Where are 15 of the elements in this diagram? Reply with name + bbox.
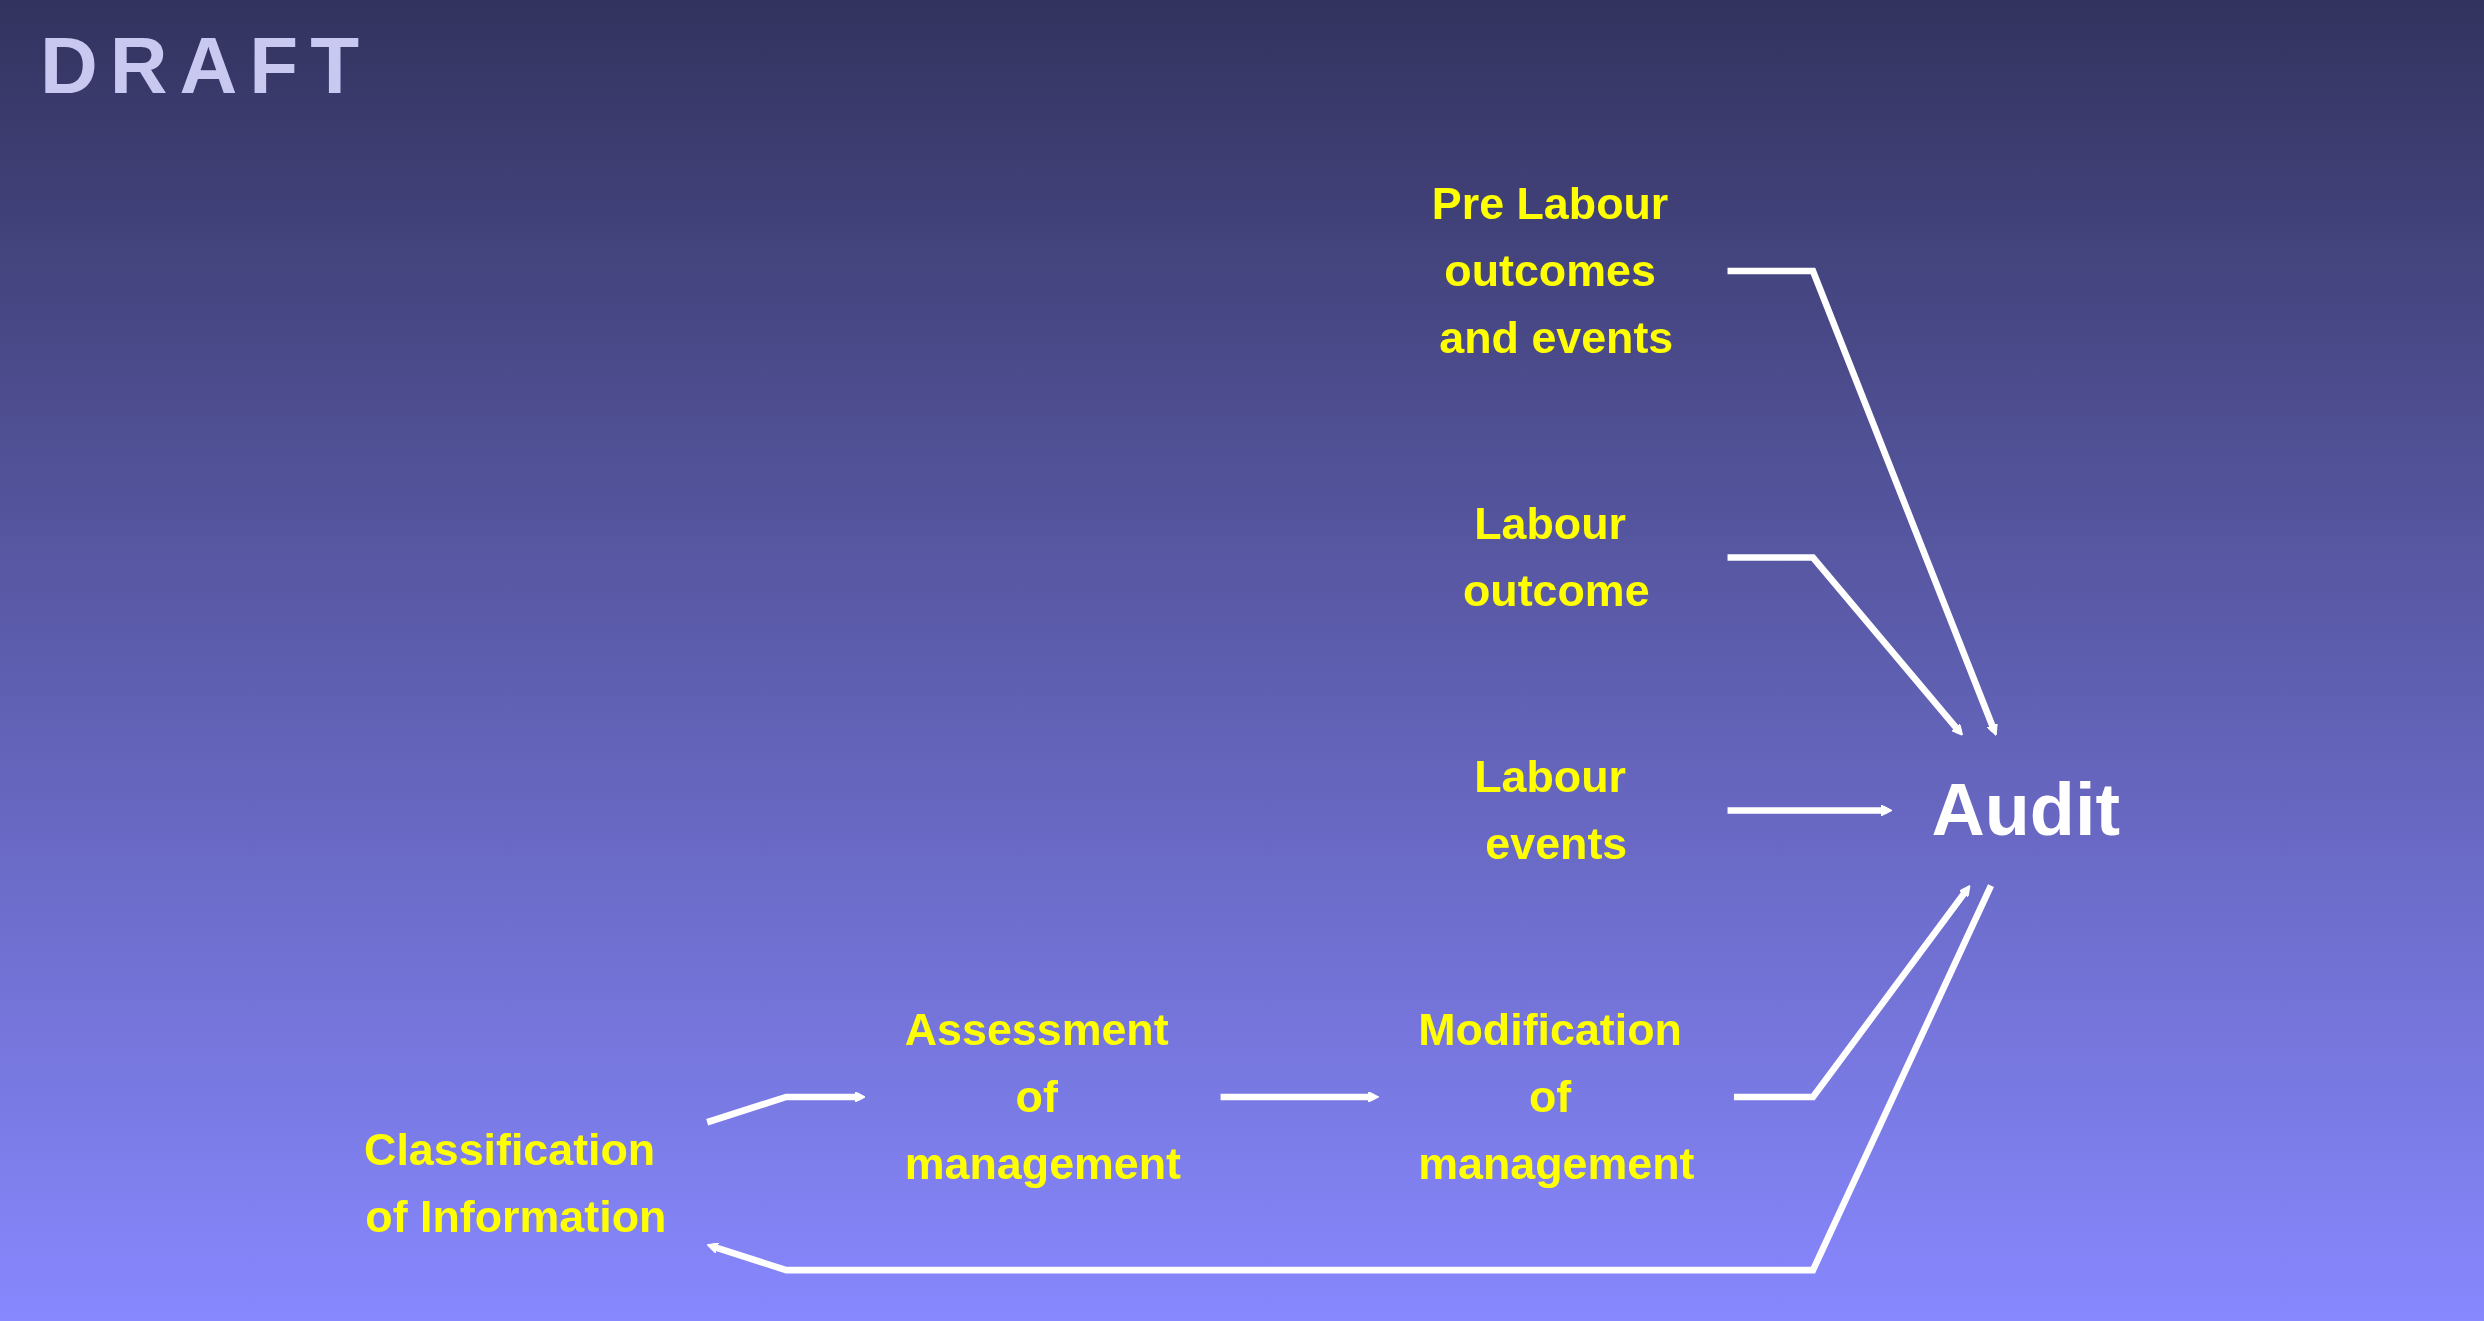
node-text: Labour events (1474, 751, 1628, 869)
node-text: Pre Labour outcomes and events (1431, 178, 1674, 363)
arrow (1727, 804, 1893, 817)
node-text: Modification of management (1418, 1004, 1695, 1189)
arrow (1727, 267, 1998, 736)
node-text: Labour outcome (1462, 498, 1650, 616)
watermark-text: DRAFT (40, 21, 372, 110)
node-text: Classification of Information (364, 1124, 667, 1242)
arrow (1733, 885, 1971, 1101)
arrow (1220, 1091, 1380, 1103)
arrow (706, 884, 1994, 1274)
arrow (706, 1091, 866, 1126)
node-text: Assessment of management (904, 1004, 1182, 1189)
node-text: Audit (1931, 768, 2120, 852)
arrow (1727, 554, 1964, 736)
